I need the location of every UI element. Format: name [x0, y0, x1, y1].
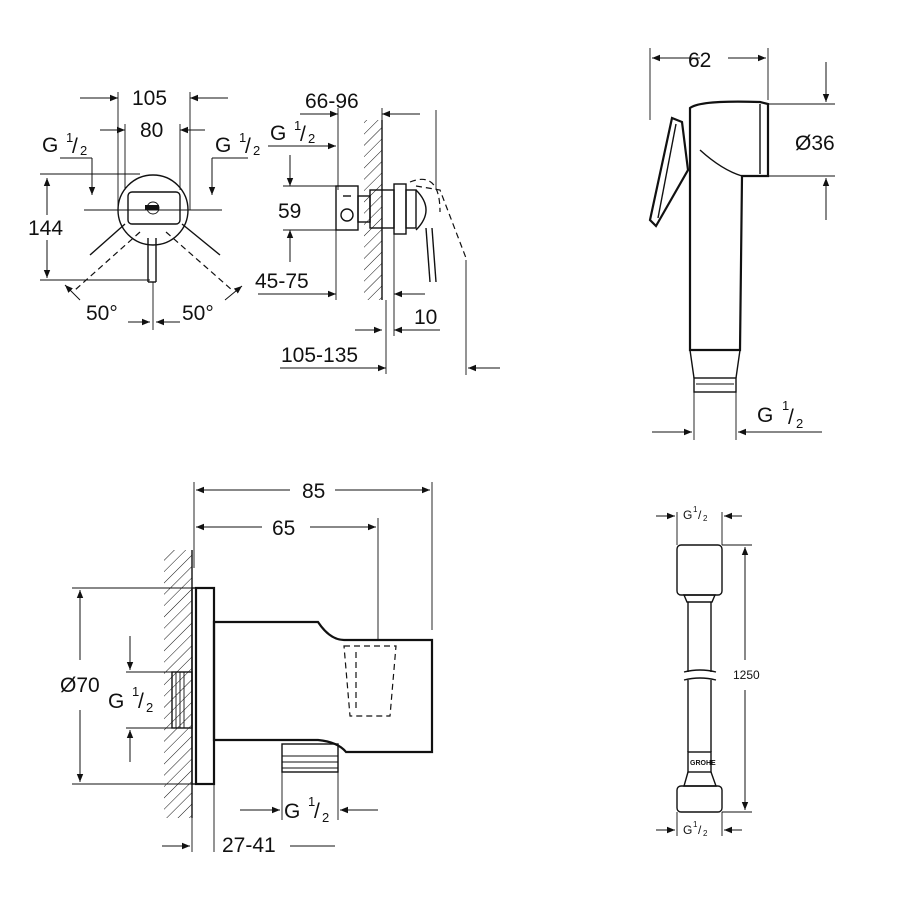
svg-text:2: 2	[253, 143, 260, 158]
hose-view: G 1 / 2 GROHE 1250 G 1 / 2	[656, 505, 760, 838]
thread-label-right: G	[215, 134, 231, 157]
dim-65: 65	[272, 517, 295, 540]
wall-outlet-view: 85 65 Ø70 G	[60, 480, 434, 857]
svg-text:2: 2	[703, 829, 708, 838]
dim-diameter-36: Ø36	[795, 132, 835, 155]
dim-105: 105	[132, 87, 167, 110]
svg-text:1: 1	[66, 130, 73, 145]
valve-side-view: 66-96 G 1 / 2 59 45-75	[255, 90, 500, 375]
dim-144: 144	[28, 217, 63, 240]
dim-105-135: 105-135	[281, 344, 358, 367]
thread-label-hose-top: G	[683, 508, 692, 522]
svg-text:/: /	[698, 508, 702, 522]
svg-text:1: 1	[308, 794, 315, 809]
dim-80: 80	[140, 119, 163, 142]
svg-text:/: /	[245, 135, 251, 158]
svg-text:1: 1	[132, 684, 139, 699]
thread-label-side: G	[270, 122, 286, 145]
dim-85: 85	[302, 480, 325, 503]
svg-text:/: /	[72, 135, 78, 158]
thread-label-outlet: G	[284, 800, 300, 823]
angle-right: 50°	[182, 302, 214, 325]
dim-62: 62	[688, 49, 711, 72]
dim-10: 10	[414, 306, 437, 329]
dim-1250: 1250	[733, 668, 760, 682]
handshower-view: 62 Ø36 G 1 / 2	[648, 48, 835, 440]
thread-label-inlet: G	[108, 690, 124, 713]
dim-45-75: 45-75	[255, 270, 309, 293]
dim-59: 59	[278, 200, 301, 223]
svg-text:1: 1	[782, 398, 789, 413]
svg-text:2: 2	[322, 810, 329, 825]
thread-label-handshower: G	[757, 404, 773, 427]
dim-27-41: 27-41	[222, 834, 276, 857]
svg-text:2: 2	[796, 416, 803, 431]
valve-front-view: 105 80 G 1 / 2 G 1 / 2 144	[28, 87, 260, 330]
svg-text:1: 1	[693, 820, 698, 829]
svg-text:1: 1	[294, 118, 301, 133]
svg-text:2: 2	[703, 514, 708, 523]
svg-text:1: 1	[239, 130, 246, 145]
angle-left: 50°	[86, 302, 118, 325]
svg-text:2: 2	[308, 131, 315, 146]
svg-text:/: /	[698, 823, 702, 837]
svg-text:/: /	[788, 406, 794, 429]
svg-text:2: 2	[80, 143, 87, 158]
thread-label-left: G	[42, 134, 58, 157]
dim-66-96: 66-96	[305, 90, 359, 113]
svg-text:/: /	[314, 800, 320, 823]
dim-diameter-70: Ø70	[60, 674, 100, 697]
svg-text:2: 2	[146, 700, 153, 715]
svg-text:/: /	[138, 690, 144, 713]
svg-text:1: 1	[693, 505, 698, 514]
svg-text:/: /	[300, 123, 306, 146]
thread-label-hose-bottom: G	[683, 823, 692, 837]
brand-mark: GROHE	[690, 760, 716, 767]
